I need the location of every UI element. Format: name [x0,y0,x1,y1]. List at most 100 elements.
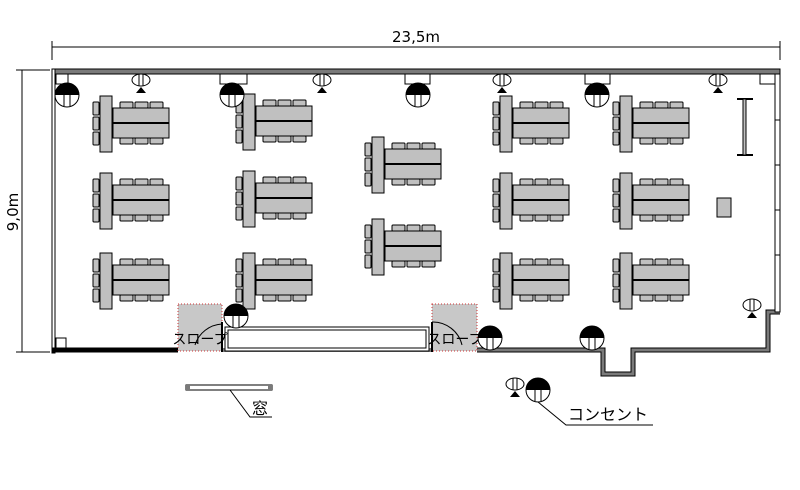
chair [277,176,292,184]
table-group [92,252,170,310]
window-label: 窓 [252,399,268,418]
slope-left: スロープ [172,303,228,352]
chair [669,294,684,302]
chair [364,239,372,254]
chair [654,214,669,222]
chair [519,178,534,186]
wall-outlet-icon [223,303,249,329]
wall-outlet-icon [525,377,551,403]
chair [421,224,436,232]
floor-outlet-icon [131,73,151,93]
chair [149,178,164,186]
chair [292,258,307,266]
table [371,218,385,276]
chair [364,157,372,172]
table-group [492,252,570,310]
chair [119,258,134,266]
chair [364,254,372,269]
chair [534,258,549,266]
chair [639,178,654,186]
chair [235,129,243,144]
width-dimension: 23,5m [51,28,781,60]
chair [534,178,549,186]
chair [292,135,307,143]
chair [612,258,620,273]
chair [364,172,372,187]
chair [549,178,564,186]
chair [119,101,134,109]
chair [612,131,620,146]
table [99,95,113,153]
width-label: 23,5m [392,28,440,46]
table [371,136,385,194]
table-group [92,95,170,153]
chair [119,137,134,145]
chair [235,114,243,129]
chair [277,212,292,220]
chair [534,294,549,302]
chair [519,214,534,222]
slope-right: スロープ [427,303,483,352]
floor-outlet-icon [312,73,332,93]
chair [612,101,620,116]
chair [292,99,307,107]
chair [262,294,277,302]
floor-outlet-icon [708,73,728,93]
chair [262,135,277,143]
chair [492,288,500,303]
chair [406,260,421,268]
chair [92,193,100,208]
chair [92,288,100,303]
chair [406,142,421,150]
chair [612,288,620,303]
chair [639,294,654,302]
chair [492,273,500,288]
table-group [612,95,690,153]
chair [549,214,564,222]
chair [669,101,684,109]
window-legend: 窓 [185,384,273,418]
chair [262,258,277,266]
table [499,95,513,153]
outlet-label: コンセント [568,405,648,424]
height-label: 9,0m [4,193,22,231]
chair [391,260,406,268]
slope-label: スロープ [427,332,482,348]
whiteboard [737,98,753,156]
chair [492,131,500,146]
chair [654,101,669,109]
chair [364,142,372,157]
table-group [492,95,570,153]
chair [92,116,100,131]
chair [492,193,500,208]
height-dimension: 9,0m [4,69,50,353]
table-group [235,252,313,310]
chair [149,101,164,109]
chair [92,101,100,116]
chair [149,258,164,266]
chair [654,294,669,302]
chair [612,273,620,288]
slope-label: スロープ [172,332,227,348]
chair [92,178,100,193]
chair [134,101,149,109]
table-group [235,170,313,228]
chair [92,258,100,273]
chair [519,101,534,109]
chair [262,212,277,220]
chair [134,294,149,302]
outlets [54,73,762,403]
chair [612,178,620,193]
chair [669,258,684,266]
chair [277,294,292,302]
chair [235,273,243,288]
chair [292,212,307,220]
chair [134,178,149,186]
table-group [492,172,570,230]
chair [669,137,684,145]
chair [639,258,654,266]
chair [391,178,406,186]
table [99,172,113,230]
wall-outlet-icon [405,82,431,108]
chair [519,258,534,266]
